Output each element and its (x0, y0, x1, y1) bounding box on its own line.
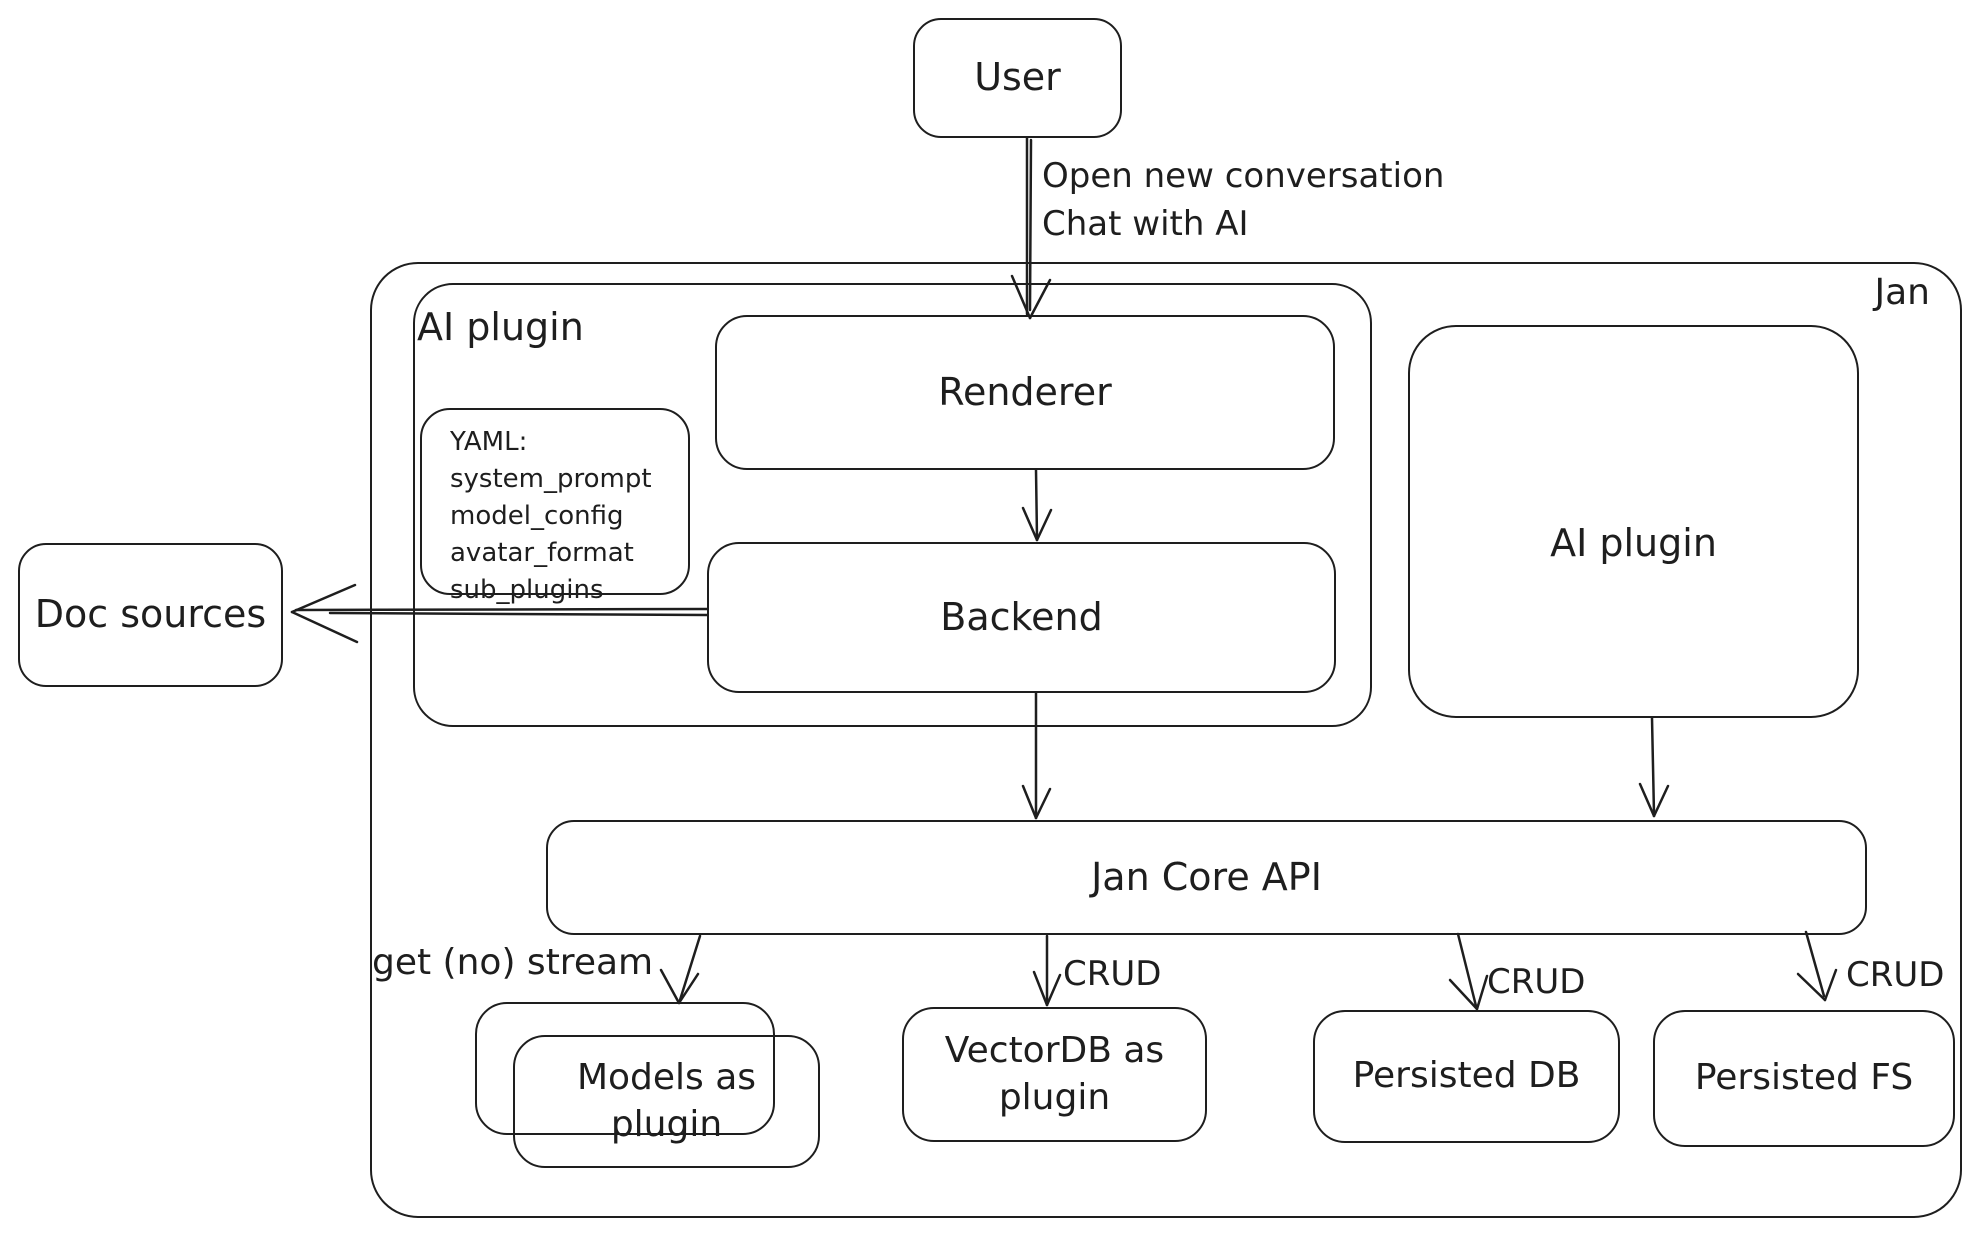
node-persisted-fs: Persisted FS (1653, 1010, 1955, 1147)
jan-container: Jan (370, 262, 1962, 1218)
node-models-as-plugin-label: Models as plugin (576, 1056, 757, 1145)
node-renderer-label: Renderer (938, 369, 1112, 414)
node-renderer: Renderer (715, 315, 1335, 470)
edge-label-crud-persisted-fs: CRUD (1846, 955, 1945, 995)
node-jan-core-api-label: Jan Core API (1091, 854, 1322, 899)
node-doc-sources-label: Doc sources (34, 592, 267, 637)
ai-plugin-left-container: AI plugin (413, 283, 1372, 727)
node-vectordb-as-plugin-label: VectorDB as plugin (944, 1029, 1165, 1118)
node-user: User (913, 18, 1122, 138)
jan-container-label: Jan (1874, 272, 1931, 313)
node-backend-label: Backend (940, 594, 1103, 639)
ai-plugin-left-label: AI plugin (417, 305, 584, 349)
node-user-label: User (974, 55, 1061, 100)
edge-label-crud-vectordb: CRUD (1063, 954, 1162, 994)
node-persisted-db: Persisted DB (1313, 1010, 1620, 1143)
edge-label-get-no-stream: get (no) stream (372, 942, 654, 983)
node-vectordb-as-plugin: VectorDB as plugin (902, 1007, 1207, 1142)
node-ai-plugin-right-label: AI plugin (1550, 520, 1717, 565)
node-models-as-plugin: Models as plugin (513, 1035, 820, 1168)
node-persisted-db-label: Persisted DB (1352, 1055, 1581, 1097)
node-models-as-plugin-back (475, 1002, 775, 1135)
node-jan-core-api: Jan Core API (546, 820, 1867, 935)
edge-label-crud-persisted-db: CRUD (1487, 962, 1586, 1002)
node-ai-plugin-right: AI plugin (1408, 325, 1859, 718)
node-persisted-fs-label: Persisted FS (1694, 1057, 1914, 1099)
yaml-note-text: YAML: system_prompt model_config avatar_… (450, 427, 652, 605)
node-doc-sources: Doc sources (18, 543, 283, 687)
node-yaml-note: YAML: system_prompt model_config avatar_… (420, 408, 690, 605)
node-backend: Backend (707, 542, 1336, 693)
edge-label-user-to-renderer: Open new conversation Chat with AI (1042, 156, 1445, 244)
